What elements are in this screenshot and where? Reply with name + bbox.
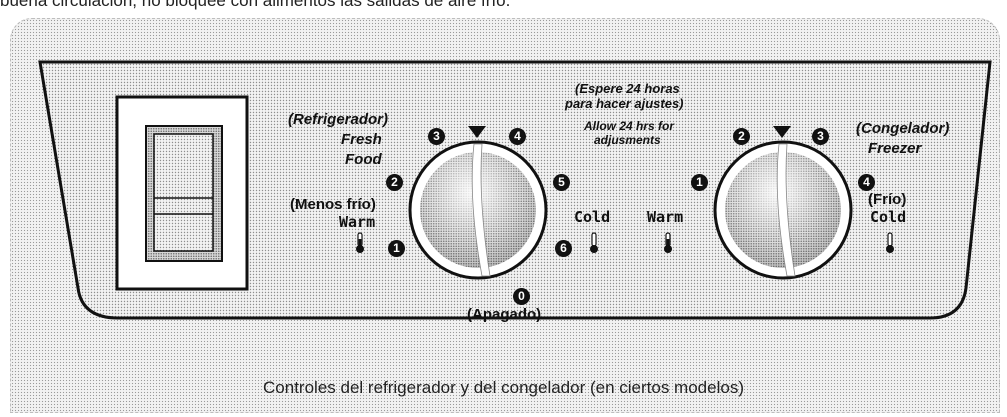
fresh-food-off-label: (Apagado) [467,306,542,323]
freezer-setting-3: 3 [812,128,829,145]
freezer-knob[interactable] [713,126,853,280]
top-paragraph-text: buena circulación, no bloquee con alimen… [0,0,511,10]
fresh-food-warm-es: (Menos frío) [290,196,376,213]
freezer-setting-2: 2 [733,128,750,145]
freezer-warm-en: Warm [647,208,684,226]
fresh-food-title-en-2: Food [345,151,382,168]
fresh-food-cold-en: Cold [574,208,611,226]
freezer-cold-es: (Frío) [868,191,907,208]
instruction-es-line2: para hacer ajustes) [565,96,684,111]
instruction-es-line1: (Espere 24 horas [575,81,680,96]
cold-thermometer-icon-freezer [886,232,894,253]
warm-thermometer-icon-freezer [664,232,672,253]
freezer-title-en: Freezer [868,140,922,157]
fresh-food-setting-5: 5 [553,174,570,191]
fresh-food-setting-2: 2 [386,174,403,191]
warm-thermometer-icon-fresh [356,232,364,253]
instruction-en-line2: adjusments [594,133,661,147]
figure-caption: Controles del refrigerador y del congela… [263,378,744,397]
freezer-title-es: (Congelador) [856,120,950,137]
fresh-food-setting-1: 1 [388,240,405,257]
fresh-food-title-en-1: Fresh [341,131,382,148]
fresh-food-setting-6: 6 [555,240,572,257]
freezer-setting-1: 1 [691,174,708,191]
light-switch[interactable] [115,95,249,291]
fresh-food-setting-4: 4 [509,128,526,145]
cold-thermometer-icon-fresh [590,232,598,253]
fresh-food-title-es: (Refrigerador) [288,111,389,128]
fresh-food-setting-3: 3 [428,128,445,145]
freezer-setting-4: 4 [858,174,875,191]
freezer-cold-en: Cold [870,208,907,226]
fresh-food-off-number: 0 [513,288,530,305]
instruction-en-line1: Allow 24 hrs for [584,119,675,133]
fresh-food-knob[interactable] [408,126,548,280]
fresh-food-warm-en: Warm [339,213,376,231]
